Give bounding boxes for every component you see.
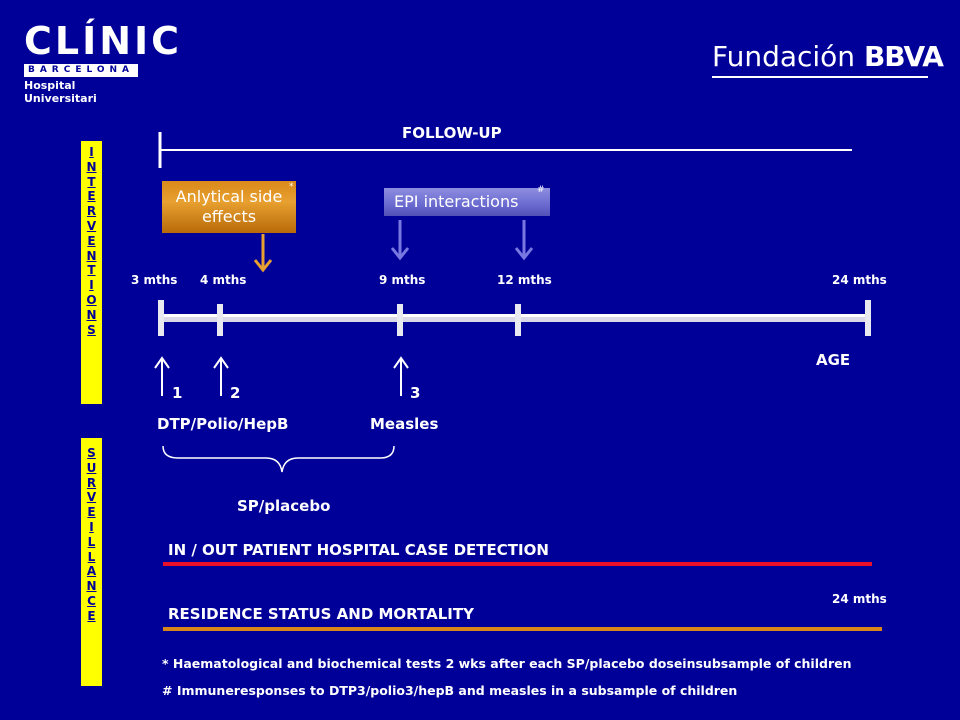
epi-footnote-mark: #: [537, 185, 545, 195]
interventions-letter: O: [86, 292, 97, 307]
footnote-star: * Haematological and biochemical tests 2…: [162, 656, 852, 671]
tick-4mths: [217, 304, 223, 336]
interventions-letter: I: [89, 278, 94, 293]
clinic-city: BARCELONA: [24, 64, 138, 77]
surveillance-letter: A: [86, 564, 97, 579]
sp-placebo-label: SP/placebo: [237, 497, 331, 515]
dose-number-3: 3: [410, 384, 421, 402]
surveillance-letter: N: [86, 579, 97, 594]
followup-label: FOLLOW-UP: [402, 124, 502, 142]
tick-label-24mths: 24 mths: [832, 273, 887, 287]
bbva-word: BBVA: [863, 40, 944, 73]
interventions-letter: S: [87, 322, 96, 337]
footnote-hash: # Immuneresponses to DTP3/polio3/hepB an…: [162, 683, 738, 698]
surveillance-letter: L: [87, 534, 96, 549]
analytical-arrow-head: [253, 259, 273, 273]
analytical-side-effects-box: Anlytical side effects: [162, 181, 296, 233]
case-detection-label: IN / OUT PATIENT HOSPITAL CASE DETECTION: [168, 541, 549, 559]
bbva-logo: Fundación BBVA: [712, 40, 944, 78]
interventions-letter: T: [87, 263, 96, 278]
surveillance-letter: E: [87, 505, 96, 520]
epi-interactions-box: EPI interactions: [384, 188, 550, 216]
tick-3mths: [158, 300, 164, 336]
analytical-footnote-mark: *: [289, 182, 294, 192]
interventions-letter: N: [86, 248, 97, 263]
surveillance-24mths-label: 24 mths: [832, 592, 887, 606]
epi-arrow-2-head: [514, 247, 534, 261]
tick-label-4mths: 4 mths: [200, 273, 247, 287]
dose-3-arrow-head: [393, 356, 409, 369]
tick-9mths: [397, 304, 403, 336]
interventions-letter: V: [86, 218, 97, 233]
dose-number-2: 2: [230, 384, 241, 402]
epi-arrow-1-head: [390, 247, 410, 261]
surveillance-letter: C: [87, 593, 96, 608]
residence-label: RESIDENCE STATUS AND MORTALITY: [168, 605, 474, 623]
analytical-line-2: effects: [201, 207, 257, 226]
interventions-letter: N: [86, 159, 97, 174]
interventions-letter: E: [87, 189, 96, 204]
tick-12mths: [515, 304, 521, 336]
age-label: AGE: [816, 351, 851, 369]
sp-placebo-brace: [162, 445, 395, 473]
tick-label-3mths: 3 mths: [131, 273, 178, 287]
surveillance-letter: I: [89, 519, 94, 534]
tick-label-9mths: 9 mths: [379, 273, 426, 287]
bbva-underline: [712, 76, 928, 78]
dose-number-1: 1: [172, 384, 183, 402]
surveillance-letter: V: [86, 490, 97, 505]
clinic-subtitle: Hospital Universitari: [24, 79, 97, 105]
analytical-line-1: Anlytical side: [175, 187, 283, 206]
surveillance-letter: L: [87, 549, 96, 564]
interventions-letter: T: [87, 174, 96, 189]
dose-1-arrow-head: [154, 356, 170, 369]
surveillance-letter: U: [86, 460, 97, 475]
interventions-letter: I: [89, 145, 94, 159]
tick-24mths: [865, 300, 871, 336]
interventions-letter: E: [87, 233, 96, 248]
surveillance-letter: S: [87, 446, 96, 460]
vaccine-dtp-polio-hepb: DTP/Polio/HepB: [157, 415, 289, 433]
interventions-letter: N: [86, 307, 97, 322]
fundacion-word: Fundación: [712, 40, 856, 73]
surveillance-letter: E: [87, 608, 96, 623]
vaccine-measles: Measles: [370, 415, 439, 433]
interventions-letter: R: [86, 204, 97, 219]
surveillance-letter: R: [86, 475, 97, 490]
dose-2-arrow-head: [213, 356, 229, 369]
tick-label-12mths: 12 mths: [497, 273, 552, 287]
